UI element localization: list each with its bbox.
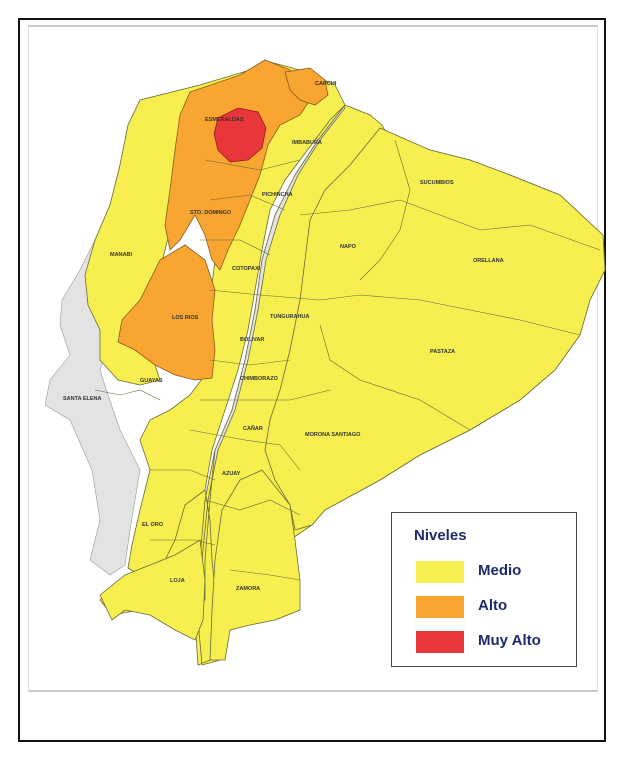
province-label-chimborazo: CHIMBORAZO <box>240 376 279 382</box>
province-label-cotopaxi: COTOPAXI <box>232 266 261 272</box>
province-label-bolivar: BOLIVAR <box>240 337 264 343</box>
province-label-loja: LOJA <box>170 578 185 584</box>
province-label-imbabura: IMBABURA <box>292 140 322 146</box>
province-label-manabi: MANABI <box>110 252 132 258</box>
province-label-pichincha: PICHINCHA <box>262 192 293 198</box>
legend-label-muy-alto: Muy Alto <box>478 632 541 649</box>
province-label-tungurahua: TUNGURAHUA <box>270 314 309 320</box>
province-label-canar: CAÑAR <box>243 425 263 432</box>
province-label-morona-santiago: MORONA SANTIAGO <box>305 432 361 438</box>
province-label-santa-elena: SANTA ELENA <box>63 396 102 402</box>
province-label-azuay: AZUAY <box>222 471 241 477</box>
region-medio-amazon <box>264 127 606 531</box>
province-label-los-rios: LOS RIOS <box>172 315 199 321</box>
province-label-sto-domingo: STO. DOMINGO <box>190 210 232 216</box>
province-label-sucumbios: SUCUMBIOS <box>420 180 454 186</box>
legend-swatch-medio <box>416 561 464 583</box>
province-label-el-oro: EL ORO <box>142 522 164 528</box>
legend-label-medio: Medio <box>478 562 522 579</box>
province-label-guayas: GUAYAS <box>140 378 163 384</box>
province-label-napo: NAPO <box>340 244 357 250</box>
province-label-orellana: ORELLANA <box>473 258 504 264</box>
province-label-pastaza: PASTAZA <box>430 349 455 355</box>
region-muy-alto <box>213 107 267 163</box>
legend-title: Niveles <box>414 527 467 544</box>
region-alto-carchi <box>284 67 329 106</box>
province-borders <box>94 139 601 581</box>
region-alto-losrios <box>117 244 216 381</box>
province-labels: ESMERALDAS CARCHI IMBABURA PICHINCHA STO… <box>63 81 504 592</box>
province-label-carchi: CARCHI <box>315 81 337 87</box>
legend-swatch-muy-alto <box>416 631 464 653</box>
legend-label-alto: Alto <box>478 597 508 614</box>
region-medio-loja <box>99 539 206 641</box>
region-medio-south <box>209 469 301 661</box>
map-legend: Niveles Medio Alto Muy Alto <box>391 512 577 667</box>
legend-swatch-alto <box>416 596 464 618</box>
province-label-esmeraldas: ESMERALDAS <box>205 117 244 123</box>
province-label-zamora: ZAMORA <box>236 586 260 592</box>
